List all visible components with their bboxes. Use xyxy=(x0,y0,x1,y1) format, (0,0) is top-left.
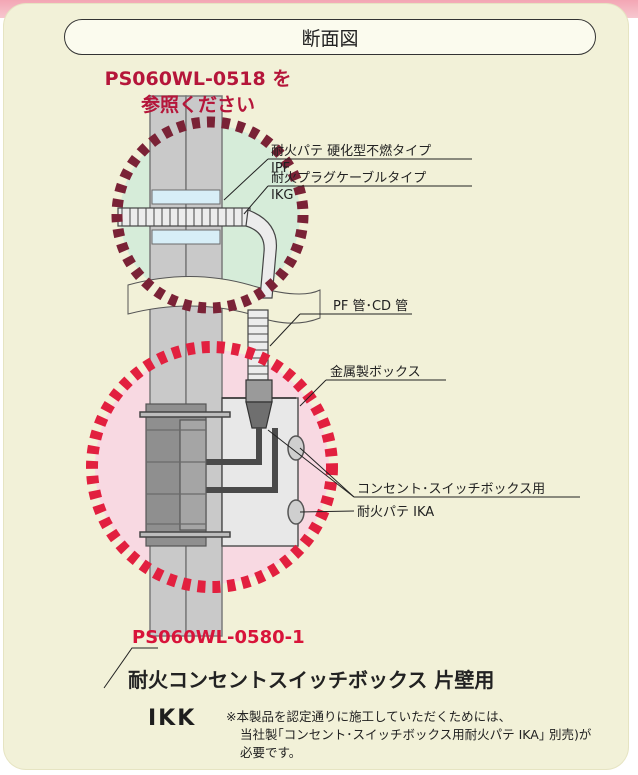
label-outlet-box-for: コンセント･スイッチボックス用 xyxy=(357,482,546,497)
reference-top-line1: PS060WL-0518 を xyxy=(104,68,292,90)
screws xyxy=(139,411,231,538)
label-putty-hard-code: IPF xyxy=(271,161,291,176)
label-putty-ika: 耐火パテ IKA xyxy=(357,505,435,520)
label-plug-cable: 耐火プラグケーブルタイプ xyxy=(271,171,427,186)
section-title: 断面図 xyxy=(64,19,596,55)
wall-break-band xyxy=(127,276,321,324)
leader-lines xyxy=(103,158,580,689)
outlet-switch xyxy=(145,403,207,547)
diagram-card: 断面図 xyxy=(4,4,628,769)
note: ※本製品を認定通りに施工していただくためには、 当社製｢コンセント･スイッチボッ… xyxy=(226,708,616,762)
note-line2: 当社製｢コンセント･スイッチボックス用耐火パテ IKA｣ 別売)が xyxy=(240,727,592,742)
reference-top-line2: 参照ください xyxy=(140,94,255,116)
lower-dashed-circle xyxy=(86,341,338,593)
connector xyxy=(245,379,273,429)
label-metal-box: 金属製ボックス xyxy=(330,365,421,380)
note-line3: 必要です。 xyxy=(240,745,302,760)
upper-dashed-circle xyxy=(111,116,309,314)
label-plug-cable-code: IKG xyxy=(271,188,294,203)
reference-bottom: PS060WL-0580-1 xyxy=(132,627,305,648)
label-pipe: PF 管･CD 管 xyxy=(333,299,409,314)
wall-board xyxy=(149,95,223,637)
note-line1: ※本製品を認定通りに施工していただくためには、 xyxy=(226,709,512,724)
brand-logo: IKK xyxy=(148,706,197,731)
plug-cable-ikg xyxy=(117,207,251,227)
putty-ipf xyxy=(151,189,221,245)
box-cable xyxy=(200,428,278,493)
label-putty-hard: 耐火パテ 硬化型不燃タイプ xyxy=(271,144,432,159)
product-title: 耐火コンセントスイッチボックス 片壁用 xyxy=(128,668,495,692)
reference-top: PS060WL-0518 を 参照ください xyxy=(98,66,298,118)
